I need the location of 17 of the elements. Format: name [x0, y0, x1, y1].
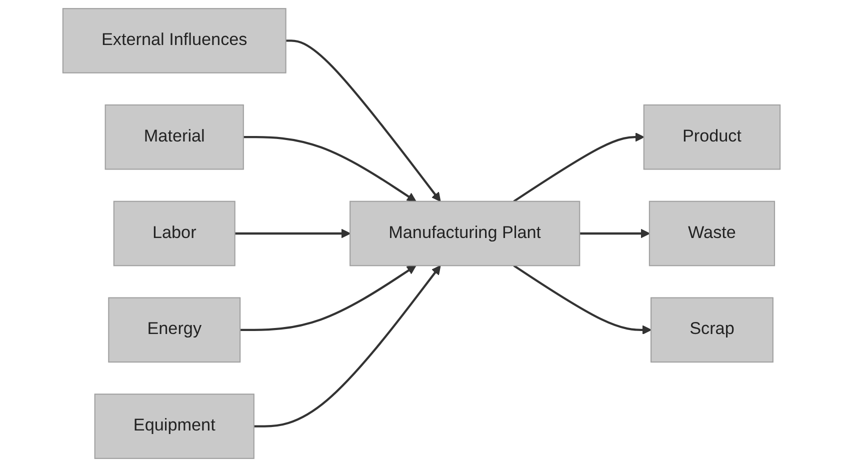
node-box: Scrap [650, 297, 774, 363]
node-box: Equipment [94, 394, 254, 459]
node-box: Waste [648, 200, 776, 266]
arrow [234, 228, 350, 238]
arrow [513, 264, 652, 335]
node-box: Product [643, 104, 781, 170]
node-box: Labor [113, 200, 236, 266]
arrow [286, 40, 441, 202]
arrow [513, 132, 644, 202]
arrow [240, 265, 416, 331]
node-box: Material [104, 104, 244, 170]
arrow [254, 265, 441, 428]
node-box: Manufacturing Plant [350, 200, 580, 266]
node-box: Energy [108, 297, 241, 363]
node-box: External Influences [62, 8, 286, 74]
arrow [243, 136, 416, 202]
arrow [580, 228, 650, 238]
